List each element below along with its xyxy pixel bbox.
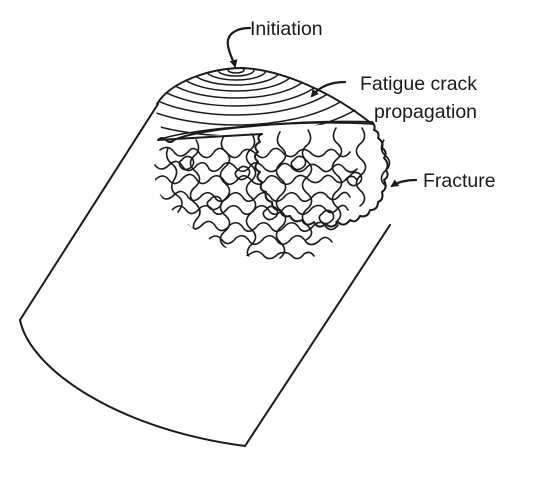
rough-zone-outline [157,120,389,228]
shaft-right-edge [244,224,391,447]
callout-arrows [226,26,418,188]
initiation-arrow [226,26,252,68]
beach-mark-zone [156,68,370,137]
shaft-bottom-end [19,319,246,447]
rough-fracture-zone [154,120,391,261]
label-fatigue-crack: Fatigue crack [360,73,477,95]
shaft-left-edge [19,103,159,321]
fatigue-zone-boundary [157,122,373,141]
label-initiation: Initiation [250,18,323,40]
propagation-arrow [310,80,347,98]
fracture-rim [156,66,373,125]
shaft-body [19,103,391,447]
label-fracture: Fracture [423,170,496,192]
label-propagation: propagation [374,101,477,123]
fracture-arrow [390,178,418,188]
fracture-surface [154,66,391,261]
